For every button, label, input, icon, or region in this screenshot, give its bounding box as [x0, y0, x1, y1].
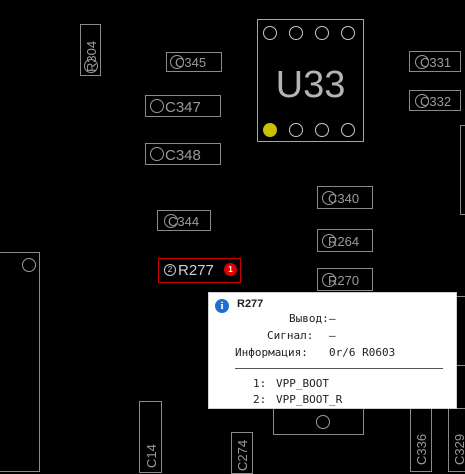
- chip-u33[interactable]: U33: [257, 19, 364, 142]
- tooltip-info-label: Информация:: [235, 346, 308, 359]
- tooltip-pin2-num: 2:: [253, 393, 267, 406]
- pad: [415, 94, 429, 108]
- component-c340[interactable]: C340: [317, 186, 373, 209]
- component-label: C274: [235, 439, 250, 471]
- tooltip-pin-label: Вывод:: [289, 312, 329, 325]
- pad: [322, 191, 336, 205]
- component-label: R277: [178, 262, 214, 279]
- component-r304[interactable]: R304: [80, 24, 101, 76]
- component-edge: [456, 296, 465, 366]
- tooltip-signal-label: Сигнал:: [267, 329, 314, 342]
- component-label: C331: [420, 55, 452, 70]
- component-label: C345: [175, 55, 207, 70]
- chip-pad: [289, 123, 303, 137]
- component-r277-selected[interactable]: 2 R277 1: [158, 258, 241, 283]
- component-pad-block: [273, 405, 364, 435]
- info-icon: i: [215, 299, 229, 313]
- pin-badge-2: 2: [164, 264, 176, 276]
- connector-outline: [0, 252, 40, 472]
- pad: [316, 415, 330, 429]
- pad: [322, 234, 336, 248]
- chip-pin1-pad: [263, 123, 277, 137]
- pad: [22, 258, 36, 272]
- component-label: C340: [328, 191, 360, 206]
- tooltip-pin2-net: VPP_BOOT_R: [276, 393, 343, 406]
- component-c336[interactable]: C336: [410, 408, 432, 472]
- component-edge: [460, 125, 465, 215]
- component-label: C329: [452, 433, 465, 465]
- component-tooltip: i R277 Вывод: — Сигнал: — Информация: 0r…: [208, 292, 457, 409]
- chip-pad: [263, 26, 277, 40]
- tooltip-signal-value: —: [329, 329, 336, 342]
- pad: [150, 147, 164, 161]
- tooltip-pin1-num: 1:: [253, 377, 267, 390]
- component-label: C332: [420, 94, 452, 109]
- tooltip-info-value: 0r/6 R0603: [329, 346, 396, 359]
- component-c344[interactable]: C344: [157, 210, 211, 231]
- chip-pad: [315, 26, 329, 40]
- component-label: C14: [144, 444, 159, 468]
- chip-pad: [315, 123, 329, 137]
- tooltip-title: R277: [237, 298, 264, 310]
- component-label: C336: [414, 433, 429, 465]
- component-c14[interactable]: C14: [139, 401, 162, 473]
- chip-label: U33: [275, 64, 346, 106]
- component-c347[interactable]: C347: [145, 95, 221, 117]
- pad: [170, 55, 184, 69]
- component-label: R264: [328, 234, 360, 249]
- component-c348[interactable]: C348: [145, 143, 221, 165]
- chip-pad: [289, 26, 303, 40]
- tooltip-pin1-net: VPP_BOOT: [276, 377, 329, 390]
- component-c331[interactable]: C331: [409, 51, 461, 72]
- chip-pad: [341, 123, 355, 137]
- pad: [164, 214, 178, 228]
- component-c274[interactable]: C274: [231, 432, 253, 474]
- component-c345[interactable]: C345: [166, 52, 222, 72]
- pin-badge-1: 1: [224, 263, 237, 276]
- component-label: C344: [168, 214, 200, 229]
- pad: [84, 59, 98, 73]
- component-label: C347: [165, 99, 201, 116]
- component-r270[interactable]: R270: [317, 268, 373, 291]
- component-c332[interactable]: C332: [409, 90, 461, 111]
- pad: [415, 55, 429, 69]
- component-label: R270: [328, 273, 360, 288]
- component-r264[interactable]: R264: [317, 229, 373, 252]
- chip-pad: [341, 26, 355, 40]
- tooltip-divider: [235, 368, 443, 369]
- pad: [150, 99, 164, 113]
- pad: [322, 273, 336, 287]
- component-label: R304: [84, 40, 99, 72]
- component-label: C348: [165, 147, 201, 164]
- tooltip-pin-value: —: [329, 312, 336, 325]
- component-c329[interactable]: C329: [448, 408, 465, 472]
